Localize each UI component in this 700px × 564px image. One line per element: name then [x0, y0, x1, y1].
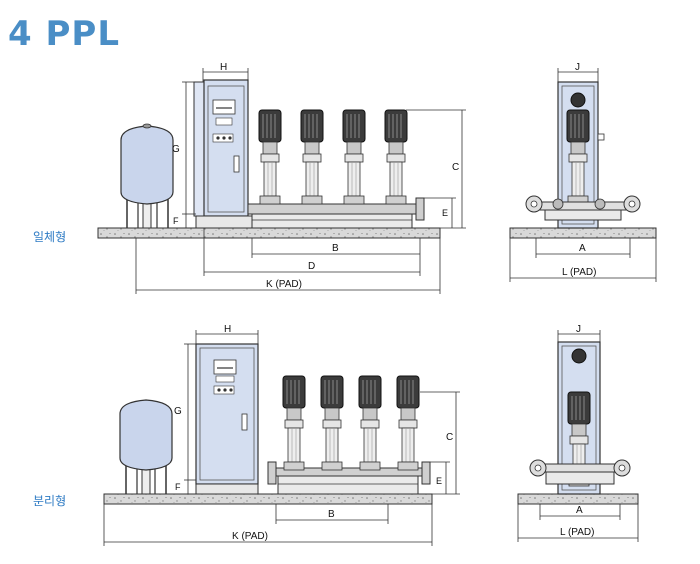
- pump-3: [342, 109, 366, 205]
- concrete-pad: [103, 493, 433, 505]
- side-view-separated: J A L (PAD): [517, 324, 639, 542]
- front-view-separated: H G F C E B K (PAD): [103, 324, 460, 546]
- dim-J: J: [575, 62, 580, 73]
- concrete-pad: [509, 227, 657, 239]
- side-view-integrated: J A L (PAD): [509, 62, 657, 282]
- dim-L: L (PAD): [560, 527, 594, 538]
- concrete-pad: [517, 493, 639, 505]
- dim-D: D: [308, 261, 315, 272]
- dim-K: K (PAD): [266, 279, 302, 290]
- dim-A: A: [576, 505, 583, 516]
- dim-B: B: [332, 243, 339, 254]
- concrete-pad: [97, 227, 441, 239]
- dim-G: G: [174, 406, 182, 417]
- dim-G: G: [172, 144, 180, 155]
- pressure-tank: [120, 123, 174, 229]
- dim-K: K (PAD): [232, 531, 268, 542]
- front-view-integrated: H G F C E B D K (PAD): [97, 62, 466, 294]
- variant-label-integrated: 일체형: [33, 230, 67, 244]
- page-title: 4 PPL: [8, 14, 120, 54]
- dim-H: H: [224, 324, 231, 335]
- dim-J: J: [576, 324, 581, 335]
- dim-E: E: [442, 208, 448, 218]
- control-panel: [193, 79, 253, 229]
- dim-L: L (PAD): [562, 267, 596, 278]
- pump-4: [384, 109, 408, 205]
- dim-A: A: [579, 243, 586, 254]
- dim-C: C: [452, 162, 459, 173]
- pump-1: [258, 109, 282, 205]
- dim-F: F: [173, 216, 179, 226]
- dim-E: E: [436, 476, 442, 486]
- dim-B: B: [328, 509, 335, 520]
- dim-C: C: [446, 432, 453, 443]
- dim-H: H: [220, 62, 227, 73]
- dim-F: F: [175, 482, 181, 492]
- variant-label-separated: 분리형: [33, 494, 67, 508]
- dimension-lines: [135, 68, 466, 294]
- pump-2: [300, 109, 324, 205]
